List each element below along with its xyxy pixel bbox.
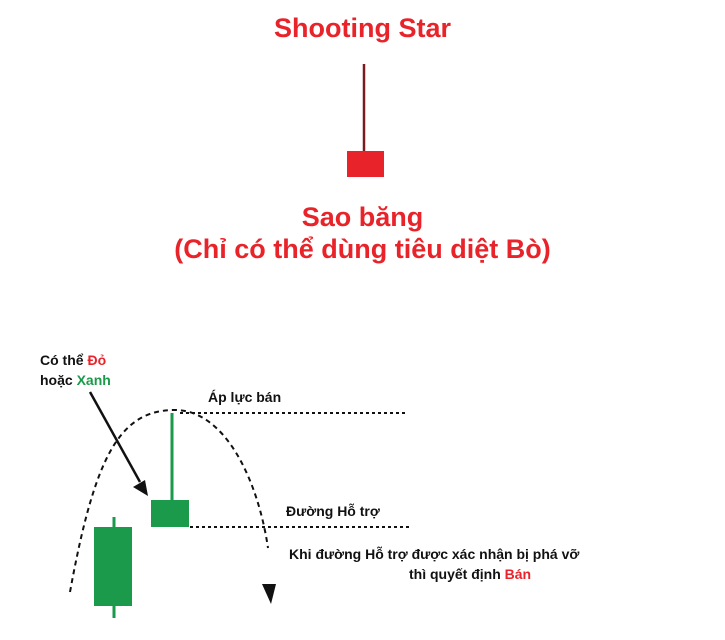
confirm-text-line-2: thì quyết định Bán bbox=[409, 565, 531, 583]
green-star-body bbox=[151, 500, 189, 527]
confirm-text-prefix: thì quyết định bbox=[409, 566, 505, 582]
confirm-text-line-1: Khi đường Hỗ trợ được xác nhận bị phá vỡ bbox=[289, 546, 580, 562]
color-note-line-1: Có thể Đỏ bbox=[40, 351, 106, 369]
page-title: Shooting Star bbox=[274, 13, 451, 43]
subtitle-line-2: (Chỉ có thể dùng tiêu diệt Bò) bbox=[174, 234, 551, 264]
green-candle-body bbox=[94, 527, 132, 606]
confirm-sell-word: Bán bbox=[504, 566, 532, 582]
color-note-red: Đỏ bbox=[87, 352, 107, 368]
pointer-arrow-shaft bbox=[88, 391, 142, 483]
color-note-mid: hoặc bbox=[40, 372, 77, 388]
curve-arrowhead-icon bbox=[262, 584, 276, 604]
trend-curve bbox=[69, 408, 269, 593]
subtitle-line-1: Sao băng bbox=[301, 202, 424, 232]
color-note-prefix: Có thể bbox=[40, 352, 88, 368]
color-note-line-2: hoặc Xanh bbox=[40, 371, 111, 389]
color-note-green: Xanh bbox=[76, 372, 111, 388]
selling-pressure-label: Áp lực bán bbox=[208, 389, 282, 405]
shooting-star-body bbox=[347, 151, 384, 177]
support-line-label: Đường Hỗ trợ bbox=[286, 503, 380, 519]
pointer-arrow-icon bbox=[133, 480, 148, 496]
